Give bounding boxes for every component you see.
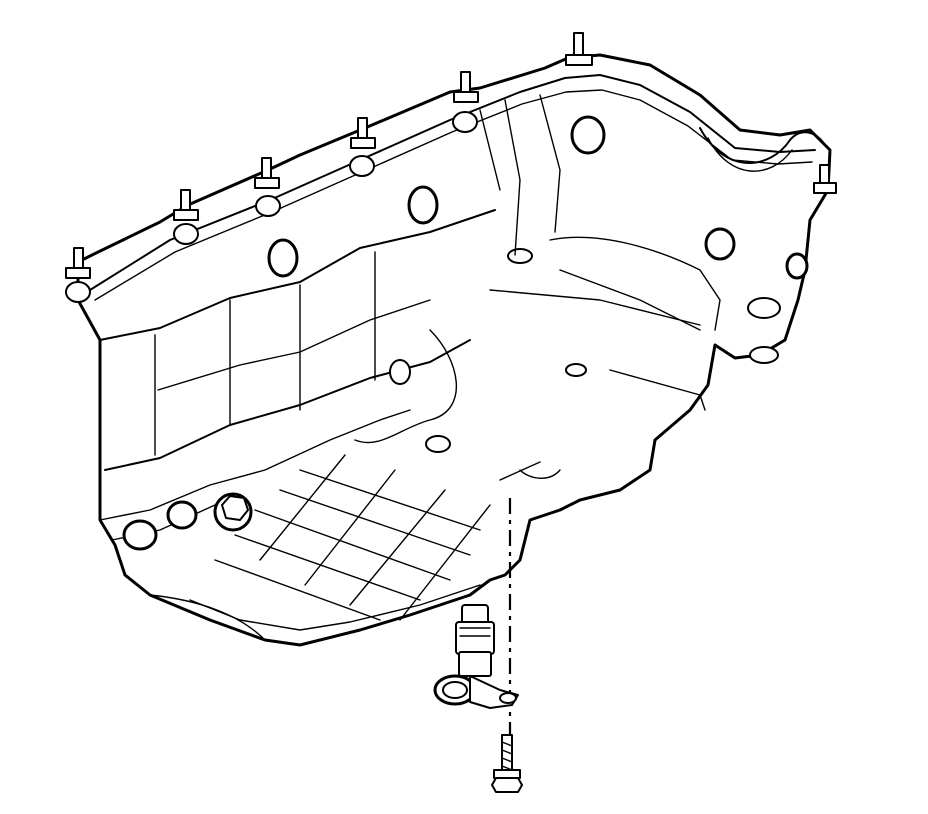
side-wall-ribs — [99, 209, 496, 541]
upper-bosses — [267, 115, 809, 453]
front-bosses — [122, 492, 253, 551]
bottom-ribs — [149, 454, 491, 641]
oil-pan — [65, 32, 837, 647]
sensor-bolt — [491, 734, 523, 793]
oil-level-sensor — [433, 604, 519, 709]
flange-studs — [65, 32, 837, 303]
oil-pan-outline — [76, 53, 832, 647]
